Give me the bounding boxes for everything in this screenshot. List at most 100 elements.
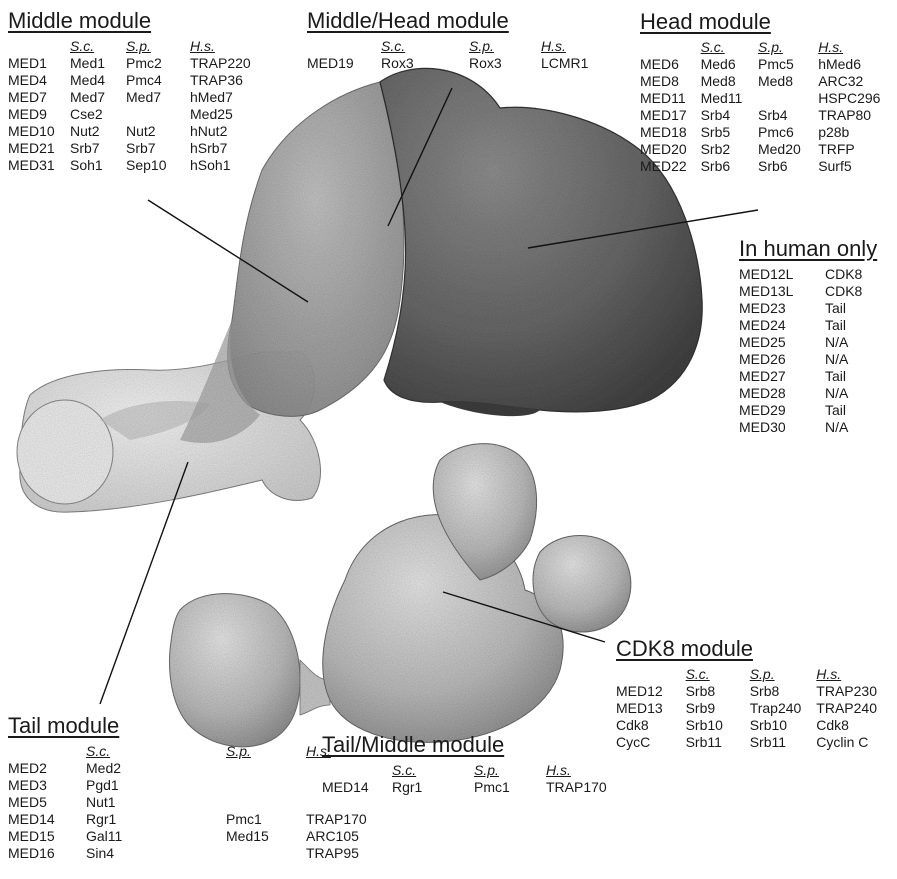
middle-module-title: Middle module: [8, 10, 276, 32]
table-row: MED13LCDK8: [739, 283, 891, 300]
column-header: S.p.: [750, 666, 817, 683]
table-cell: Soh1: [70, 157, 126, 174]
table-cell: MED23: [739, 300, 825, 317]
table-row: MED9Cse2Med25: [8, 106, 276, 123]
table-cell: MED26: [739, 351, 825, 368]
column-header: S.p.: [126, 38, 190, 55]
table-cell: MED10: [8, 123, 70, 140]
table-cell: MED30: [739, 419, 825, 436]
table-row: CycCSrb11Srb11Cyclin C: [616, 734, 897, 751]
column-header: H.s.: [546, 762, 632, 779]
table-cell: Pmc1: [226, 811, 306, 828]
table-cell: hMed6: [818, 56, 897, 73]
table-cell: MED31: [8, 157, 70, 174]
table-cell: Srb8: [686, 683, 750, 700]
column-header: H.s.: [541, 38, 627, 55]
column-header: H.s.: [190, 38, 276, 55]
table-cell: [226, 777, 306, 794]
table-cell: MED9: [8, 106, 70, 123]
table-cell: MED20: [640, 141, 701, 158]
table-row: MED26N/A: [739, 351, 891, 368]
table-cell: N/A: [825, 351, 891, 368]
table-cell: Srb4: [758, 107, 818, 124]
table-cell: Nut1: [86, 794, 226, 811]
module-middle_head: Middle/Head moduleS.c.S.p.H.s.MED19Rox3R…: [307, 10, 627, 72]
column-header: [616, 666, 686, 683]
column-header: S.c.: [381, 38, 469, 55]
table-row: MED4Med4Pmc4TRAP36: [8, 72, 276, 89]
table-cell: MED4: [8, 72, 70, 89]
column-header: S.p.: [469, 38, 541, 55]
table-cell: TRFP: [818, 141, 897, 158]
table-cell: MED17: [640, 107, 701, 124]
table-cell: hMed7: [190, 89, 276, 106]
module-tail: Tail moduleS.c.S.p.H.s.MED2Med2MED3Pgd1M…: [8, 715, 392, 862]
table-cell: Nut2: [70, 123, 126, 140]
tail-module-table: S.c.S.p.H.s.MED2Med2MED3Pgd1MED5Nut1MED1…: [8, 743, 392, 862]
table-cell: Med2: [86, 760, 226, 777]
column-header: S.c.: [686, 666, 750, 683]
table-cell: Pmc5: [758, 56, 818, 73]
table-cell: [126, 106, 190, 123]
table-cell: Pmc2: [126, 55, 190, 72]
column-header: [307, 38, 381, 55]
table-cell: Srb9: [686, 700, 750, 717]
table-cell: MED24: [739, 317, 825, 334]
table-cell: N/A: [825, 334, 891, 351]
table-cell: p28b: [818, 124, 897, 141]
column-header: H.s.: [818, 39, 897, 56]
table-row: MED2Med2: [8, 760, 392, 777]
table-cell: ARC32: [818, 73, 897, 90]
table-cell: Srb10: [750, 717, 817, 734]
column-header: S.c.: [86, 743, 226, 760]
module-cdk8: CDK8 moduleS.c.S.p.H.s.MED12Srb8Srb8TRAP…: [616, 638, 897, 751]
table-cell: MED16: [8, 845, 86, 862]
table-cell: [306, 760, 392, 777]
table-cell: Pmc4: [126, 72, 190, 89]
table-cell: [306, 777, 392, 794]
table-cell: CDK8: [825, 266, 891, 283]
table-cell: Tail: [825, 402, 891, 419]
table-cell: N/A: [825, 419, 891, 436]
table-row: Cdk8Srb10Srb10Cdk8: [616, 717, 897, 734]
table-cell: MED7: [8, 89, 70, 106]
column-header: S.c.: [70, 38, 126, 55]
table-cell: Srb11: [686, 734, 750, 751]
table-cell: Med8: [701, 73, 758, 90]
table-cell: TRAP36: [190, 72, 276, 89]
table-row: MED19Rox3Rox3LCMR1: [307, 55, 627, 72]
table-cell: hSrb7: [190, 140, 276, 157]
head-module-title: Head module: [640, 11, 897, 33]
table-cell: Med4: [70, 72, 126, 89]
table-cell: [306, 794, 392, 811]
table-cell: Rgr1: [392, 779, 474, 796]
table-cell: Srb11: [750, 734, 817, 751]
table-cell: Srb7: [70, 140, 126, 157]
table-cell: Cse2: [70, 106, 126, 123]
table-cell: MED22: [640, 158, 701, 175]
table-row: MED29Tail: [739, 402, 891, 419]
table-cell: MED8: [640, 73, 701, 90]
table-cell: [226, 845, 306, 862]
table-cell: Med6: [701, 56, 758, 73]
column-header: [8, 38, 70, 55]
table-cell: Tail: [825, 317, 891, 334]
table-cell: Srb8: [750, 683, 817, 700]
table-cell: MED13L: [739, 283, 825, 300]
table-row: MED8Med8Med8ARC32: [640, 73, 897, 90]
column-header: S.c.: [701, 39, 758, 56]
table-cell: TRAP170: [306, 811, 392, 828]
module-middle: Middle moduleS.c.S.p.H.s.MED1Med1Pmc2TRA…: [8, 10, 276, 174]
table-cell: Gal11: [86, 828, 226, 845]
